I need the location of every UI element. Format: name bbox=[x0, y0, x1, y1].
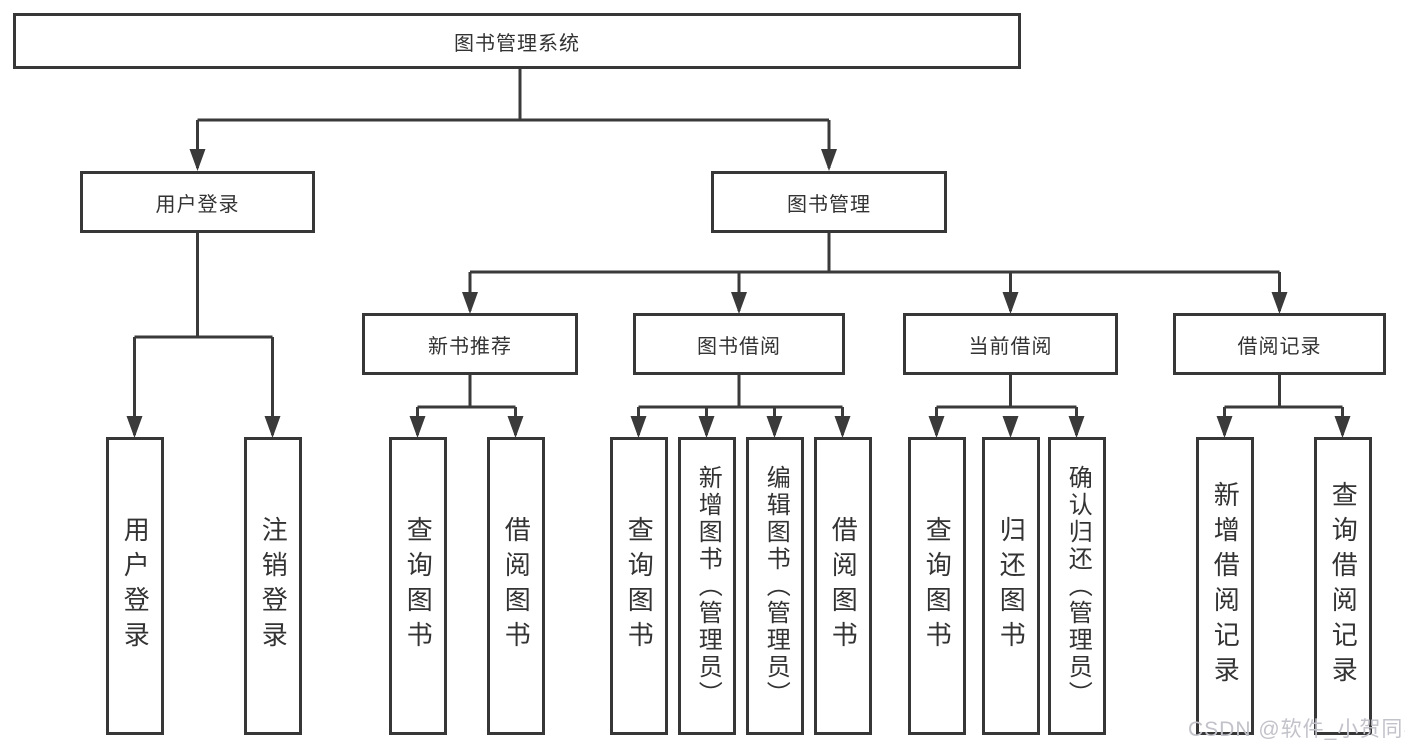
arrow-down-icon bbox=[462, 292, 478, 314]
node-label: 查询借阅记录 bbox=[1328, 481, 1359, 691]
arrow-down-icon bbox=[126, 416, 143, 438]
arrow-down-icon bbox=[409, 416, 426, 438]
node-label: 归还图书 bbox=[996, 516, 1027, 656]
arrow-down-icon bbox=[507, 416, 524, 438]
node-confirm-return-admin: 确认归还（管理员） bbox=[1048, 437, 1106, 735]
node-edit-book-admin: 编辑图书（管理员） bbox=[746, 437, 804, 735]
node-query-books-current: 查询图书 bbox=[908, 437, 966, 735]
node-user-login-group: 用户登录 bbox=[80, 171, 315, 233]
arrow-down-icon bbox=[1271, 292, 1288, 314]
arrow-down-icon bbox=[630, 416, 647, 438]
node-query-books-recommend: 查询图书 bbox=[389, 437, 447, 735]
node-book-management: 图书管理 bbox=[711, 171, 947, 233]
node-user-login: 用户登录 bbox=[106, 437, 164, 735]
node-label: 新增图书（管理员） bbox=[694, 464, 722, 708]
csdn-watermark: CSDN @软件_小贺同学 bbox=[1188, 718, 1405, 741]
node-label: 注销登录 bbox=[258, 516, 289, 656]
node-borrow-books-recommend: 借阅图书 bbox=[487, 437, 545, 735]
arrow-down-icon bbox=[766, 416, 783, 438]
node-current-borrowing: 当前借阅 bbox=[903, 313, 1118, 375]
node-logout: 注销登录 bbox=[244, 437, 302, 735]
node-root: 图书管理系统 bbox=[13, 13, 1021, 69]
arrow-down-icon bbox=[1216, 416, 1233, 438]
arrow-down-icon bbox=[264, 416, 281, 438]
node-book-borrowing: 图书借阅 bbox=[633, 313, 845, 375]
connector-lines bbox=[133, 68, 1344, 435]
node-label: 查询图书 bbox=[403, 516, 434, 656]
node-return-books: 归还图书 bbox=[982, 437, 1040, 735]
node-add-book-admin: 新增图书（管理员） bbox=[678, 437, 736, 735]
node-query-books-borrowing: 查询图书 bbox=[610, 437, 668, 735]
node-new-book-recommend: 新书推荐 bbox=[362, 313, 578, 375]
arrow-down-icon bbox=[698, 416, 715, 438]
node-label: 用户登录 bbox=[120, 516, 151, 656]
arrow-down-icon bbox=[928, 416, 945, 438]
arrow-down-icon bbox=[731, 292, 747, 314]
arrow-down-icon bbox=[1334, 416, 1351, 438]
node-label: 确认归还（管理员） bbox=[1064, 464, 1092, 708]
node-label: 借阅图书 bbox=[828, 516, 859, 656]
arrow-down-icon bbox=[1068, 416, 1085, 438]
node-label: 新增借阅记录 bbox=[1210, 481, 1241, 691]
node-label: 借阅图书 bbox=[501, 516, 532, 656]
node-query-borrow-record: 查询借阅记录 bbox=[1314, 437, 1372, 735]
node-borrow-books-borrowing: 借阅图书 bbox=[814, 437, 872, 735]
arrow-down-icon bbox=[1002, 292, 1019, 314]
node-label: 查询图书 bbox=[922, 516, 953, 656]
arrow-down-icon bbox=[1002, 416, 1019, 438]
arrow-down-icon bbox=[189, 149, 206, 171]
node-label: 编辑图书（管理员） bbox=[762, 464, 790, 708]
node-add-borrow-record: 新增借阅记录 bbox=[1196, 437, 1254, 735]
arrow-down-icon bbox=[834, 416, 851, 438]
node-borrowing-records: 借阅记录 bbox=[1173, 313, 1386, 375]
arrow-down-icon bbox=[821, 149, 837, 171]
node-label: 查询图书 bbox=[624, 516, 655, 656]
